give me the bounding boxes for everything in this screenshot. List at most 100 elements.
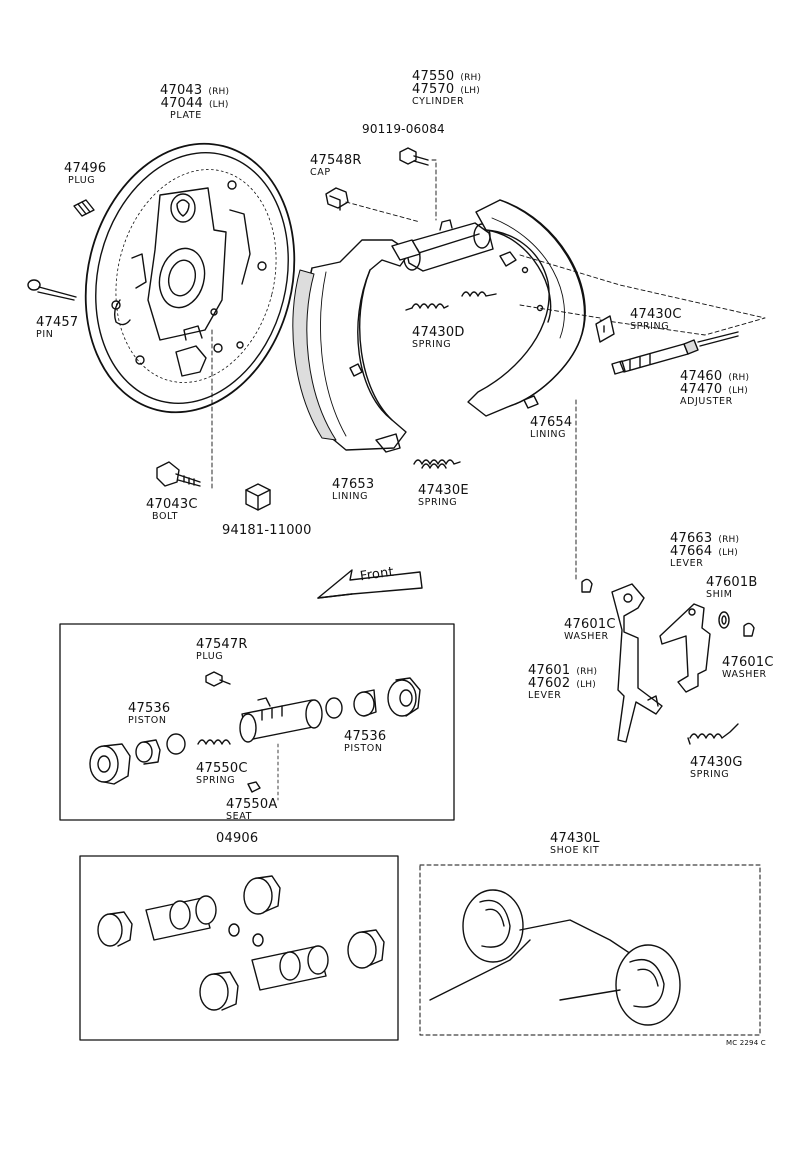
part-number: 47043: [160, 83, 203, 98]
part-number: 47653: [332, 477, 375, 492]
part-number: 47470: [680, 382, 723, 397]
kit-04906-parts: [97, 875, 385, 1011]
part-name: SPRING: [412, 339, 452, 350]
part-number: 47663: [670, 531, 713, 546]
part-number: 90119-06084: [362, 122, 445, 136]
plug-callout: 47496 PLUG: [64, 162, 106, 186]
washer-left-part: [581, 578, 593, 593]
part-name: WASHER: [564, 631, 609, 642]
side-tag: (LH): [728, 386, 748, 396]
part-number: 47550A: [226, 797, 278, 812]
shoe-kit-box: [419, 864, 761, 1036]
part-number: 04906: [216, 831, 259, 846]
side-tag: (RH): [208, 87, 230, 97]
spring-e-callout: 47430E SPRING: [418, 484, 469, 508]
shim-part: [718, 611, 730, 629]
pin-callout: 47457 PIN: [36, 316, 78, 340]
cylinder-detail-box: [59, 623, 455, 821]
part-number: 47457: [36, 315, 79, 330]
nut-callout: 94181-11000: [222, 524, 312, 537]
part-number: 47570: [412, 82, 455, 97]
part-name: PISTON: [128, 715, 167, 726]
piston-right-callout: 47536 PISTON: [344, 730, 386, 754]
part-name: SEAT: [226, 811, 252, 822]
lining-left-callout: 47653 LINING: [332, 478, 374, 502]
cylinder-bolt-part: [399, 147, 429, 166]
part-number: 47536: [344, 729, 387, 744]
side-tag: (LH): [208, 100, 229, 110]
part-name: LEVER: [528, 690, 562, 701]
part-name: LINING: [332, 491, 369, 502]
part-name: PLUG: [196, 651, 224, 662]
part-number: 47601C: [564, 617, 616, 632]
part-number: 94181-11000: [222, 523, 312, 538]
side-tag: (LH): [718, 548, 738, 558]
part-number: 47601: [528, 663, 571, 678]
part-number: 47430E: [418, 483, 469, 498]
cylinder-detail-parts: [89, 671, 421, 801]
spring-47430c-part: [595, 315, 615, 343]
part-number: 47654: [530, 415, 573, 430]
side-tag: (LH): [576, 680, 596, 690]
pin-47457-part: [27, 279, 77, 301]
part-name: PISTON: [344, 743, 383, 754]
bolt-47043c-part: [156, 461, 201, 487]
part-number: 47664: [670, 544, 713, 559]
part-number: 47430C: [630, 307, 682, 322]
washer-right-part: [743, 622, 755, 637]
part-name: ADJUSTER: [680, 396, 733, 407]
part-name: PLUG: [68, 175, 96, 186]
bolt-callout: 47043C BOLT: [146, 498, 198, 522]
part-name: SHIM: [706, 589, 733, 600]
side-tag: (RH): [728, 373, 750, 383]
springs-47430d: [405, 291, 497, 311]
brake-shoe-right: [467, 199, 586, 417]
part-number: 47043C: [146, 497, 198, 512]
lever-47663-callout: 47663 (RH) 47664 (LH) LEVER: [670, 532, 739, 569]
part-name: CAP: [310, 167, 331, 178]
washer-left-callout: 47601C WASHER: [564, 618, 616, 642]
part-name: SPRING: [196, 775, 236, 786]
part-number: 47602: [528, 676, 571, 691]
part-name: CYLINDER: [412, 96, 465, 107]
front-arrow: [317, 569, 423, 599]
plug-47496-part: [73, 199, 95, 217]
piston-left-callout: 47536 PISTON: [128, 702, 170, 726]
part-number: 47430L: [550, 831, 600, 846]
wheel-cylinder-part: [403, 219, 494, 272]
kit-04906-box: [79, 855, 399, 1041]
part-name: WASHER: [722, 669, 767, 680]
part-number: 47548R: [310, 153, 362, 168]
part-name: SHOE KIT: [550, 845, 600, 856]
part-number: 47460: [680, 369, 723, 384]
lever-47601-part: [611, 583, 663, 743]
side-tag: (LH): [460, 86, 480, 96]
side-tag: (RH): [460, 73, 482, 83]
shim-callout: 47601B SHIM: [706, 576, 757, 600]
kit-04906-callout: 04906: [216, 832, 258, 845]
washer-right-callout: 47601C WASHER: [722, 656, 774, 680]
part-name: PLATE: [170, 110, 202, 121]
spring-47430e-part: [413, 459, 461, 469]
part-name: LEVER: [670, 558, 704, 569]
plug-47547r-callout: 47547R PLUG: [196, 638, 248, 662]
cap-47548r-part: [325, 187, 349, 211]
part-number: 47044: [160, 96, 203, 111]
part-number: 47547R: [196, 637, 248, 652]
drawing-code: MC 2294 C: [726, 1039, 766, 1047]
part-number: 47601B: [706, 575, 758, 590]
part-number: 47601C: [722, 655, 774, 670]
side-tag: (RH): [718, 535, 740, 545]
spring-g-callout: 47430G SPRING: [690, 756, 743, 780]
cylinder-callout: 47550(RH) 47570(LH) CYLINDER: [412, 70, 481, 107]
brake-shoe-left: [292, 239, 421, 453]
spring-d-callout: 47430D SPRING: [412, 326, 465, 350]
part-name: SPRING: [690, 769, 730, 780]
cylinder-bolt-callout: 90119-06084: [362, 123, 445, 135]
side-tag: (RH): [576, 667, 598, 677]
seat-callout: 47550A SEAT: [226, 798, 277, 822]
part-number: 47496: [64, 161, 107, 176]
part-name: SPRING: [418, 497, 458, 508]
adjuster-part: [611, 331, 739, 375]
shoe-kit-callout: 47430L SHOE KIT: [550, 832, 600, 856]
